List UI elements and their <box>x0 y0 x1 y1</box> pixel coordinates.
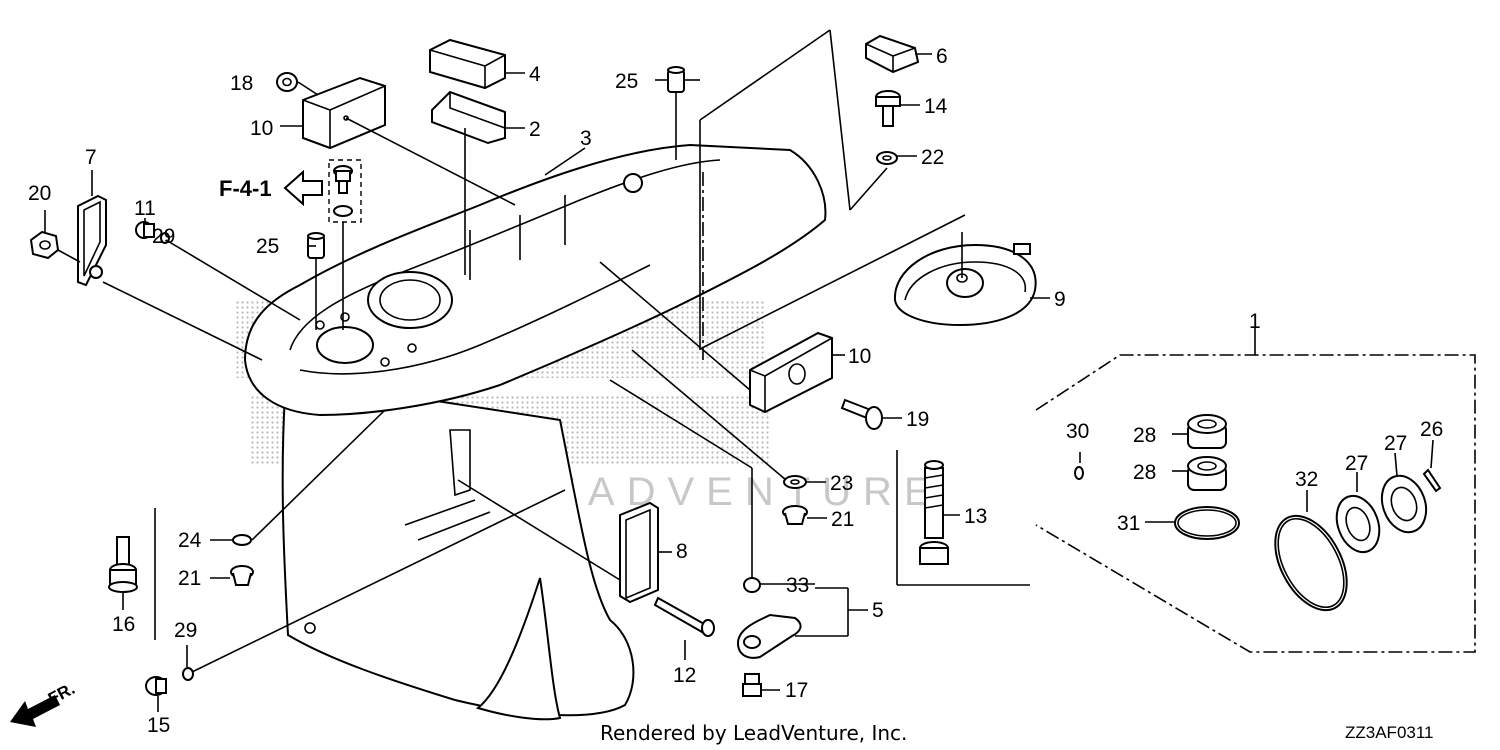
callout-25-left[interactable]: 25 <box>256 235 279 258</box>
part-9-plate <box>893 243 1037 327</box>
part-10-top-block <box>302 76 386 150</box>
watermark-text: LEADVENTURE <box>515 470 943 514</box>
callout-25-top[interactable]: 25 <box>615 70 638 93</box>
part-21-collar-right <box>782 505 808 525</box>
callout-24[interactable]: 24 <box>178 529 202 552</box>
part-7-anode <box>77 194 107 287</box>
leader-lines <box>44 29 1434 712</box>
callout-16[interactable]: 16 <box>112 613 135 636</box>
part-5-bracket <box>736 577 802 659</box>
part-15-plug <box>145 676 167 696</box>
callout-4[interactable]: 4 <box>529 63 541 86</box>
part-32-o-ring <box>1274 514 1348 612</box>
front-marker: FR. <box>10 679 78 727</box>
callout-18[interactable]: 18 <box>230 72 253 95</box>
callout-28-bottom[interactable]: 28 <box>1133 461 1156 484</box>
part-29-washer-bottom <box>182 667 194 681</box>
part-30-pin <box>1074 466 1084 480</box>
part-27-seal-right <box>1380 474 1428 534</box>
callout-29-bottom[interactable]: 29 <box>174 619 197 642</box>
callout-17[interactable]: 17 <box>785 679 808 702</box>
callout-28-top[interactable]: 28 <box>1133 424 1156 447</box>
gear-case-body <box>243 143 827 721</box>
part-11-plug <box>135 221 155 239</box>
part-19-bolt <box>840 398 883 430</box>
part-2-plate <box>431 90 506 145</box>
part-16-bolt <box>108 536 138 593</box>
ref-arrow-icon <box>283 169 323 207</box>
part-17-bolt <box>742 673 762 697</box>
callout-5[interactable]: 5 <box>872 599 884 622</box>
callout-26[interactable]: 26 <box>1420 418 1443 441</box>
part-31-o-ring <box>1174 506 1240 540</box>
callout-20[interactable]: 20 <box>28 182 51 205</box>
part-28-bearing-bottom <box>1187 456 1227 491</box>
kit-1-box <box>1035 328 1476 653</box>
part-10-right-block <box>749 331 833 414</box>
part-18-nut <box>276 72 298 92</box>
callout-10-right[interactable]: 10 <box>848 345 871 368</box>
part-24-washer <box>232 534 252 546</box>
callout-14[interactable]: 14 <box>924 95 948 118</box>
callout-12[interactable]: 12 <box>673 664 696 687</box>
callout-21-left[interactable]: 21 <box>178 567 201 590</box>
part-4-block <box>429 38 506 90</box>
footer-credit: Rendered by LeadVenture, Inc. <box>600 721 907 745</box>
figure-code: ZZ3AF0311 <box>1345 723 1434 742</box>
callout-30[interactable]: 30 <box>1066 420 1089 443</box>
part-13-bolt <box>919 460 949 565</box>
part-23-washer <box>783 475 807 489</box>
callout-32[interactable]: 32 <box>1295 468 1318 491</box>
callout-3[interactable]: 3 <box>580 127 592 150</box>
callout-31[interactable]: 31 <box>1117 512 1140 535</box>
callout-15[interactable]: 15 <box>147 714 170 737</box>
ref-label: F-4-1 <box>219 176 272 201</box>
part-12-bolt <box>653 596 715 637</box>
callout-33[interactable]: 33 <box>786 574 809 597</box>
callout-27-left[interactable]: 27 <box>1345 452 1368 475</box>
callout-27-right[interactable]: 27 <box>1384 432 1407 455</box>
callout-9[interactable]: 9 <box>1054 288 1066 311</box>
callouts: 1 2 3 4 5 6 7 8 9 10 10 11 12 13 14 15 1… <box>28 45 1443 737</box>
part-22-washer <box>876 151 898 165</box>
callout-1[interactable]: 1 <box>1249 310 1261 333</box>
part-26-pin <box>1422 468 1442 493</box>
callout-6[interactable]: 6 <box>936 45 948 68</box>
part-20-nut <box>29 230 60 260</box>
callout-13[interactable]: 13 <box>964 505 987 528</box>
ref-bolt-washer <box>328 159 362 223</box>
part-25-pin-top <box>667 66 685 93</box>
part-8-anode <box>619 501 659 604</box>
front-arrow-icon <box>10 695 60 727</box>
callout-11[interactable]: 11 <box>134 197 156 220</box>
callout-10-top[interactable]: 10 <box>250 117 273 140</box>
callout-2[interactable]: 2 <box>529 118 541 141</box>
part-6-cap <box>865 34 920 74</box>
part-14-bolt <box>875 90 901 127</box>
callout-8[interactable]: 8 <box>676 540 688 563</box>
callout-23[interactable]: 23 <box>830 472 853 495</box>
callout-29-top[interactable]: 29 <box>152 225 175 248</box>
part-28-bearing-top <box>1187 414 1227 449</box>
callout-7[interactable]: 7 <box>85 146 97 169</box>
callout-19[interactable]: 19 <box>906 408 929 431</box>
part-21-collar-left <box>230 565 254 586</box>
callout-21-right[interactable]: 21 <box>831 508 854 531</box>
ref-f-4-1[interactable]: F-4-1 <box>219 169 323 207</box>
callout-22[interactable]: 22 <box>921 146 944 169</box>
part-27-seal-left <box>1335 494 1381 554</box>
